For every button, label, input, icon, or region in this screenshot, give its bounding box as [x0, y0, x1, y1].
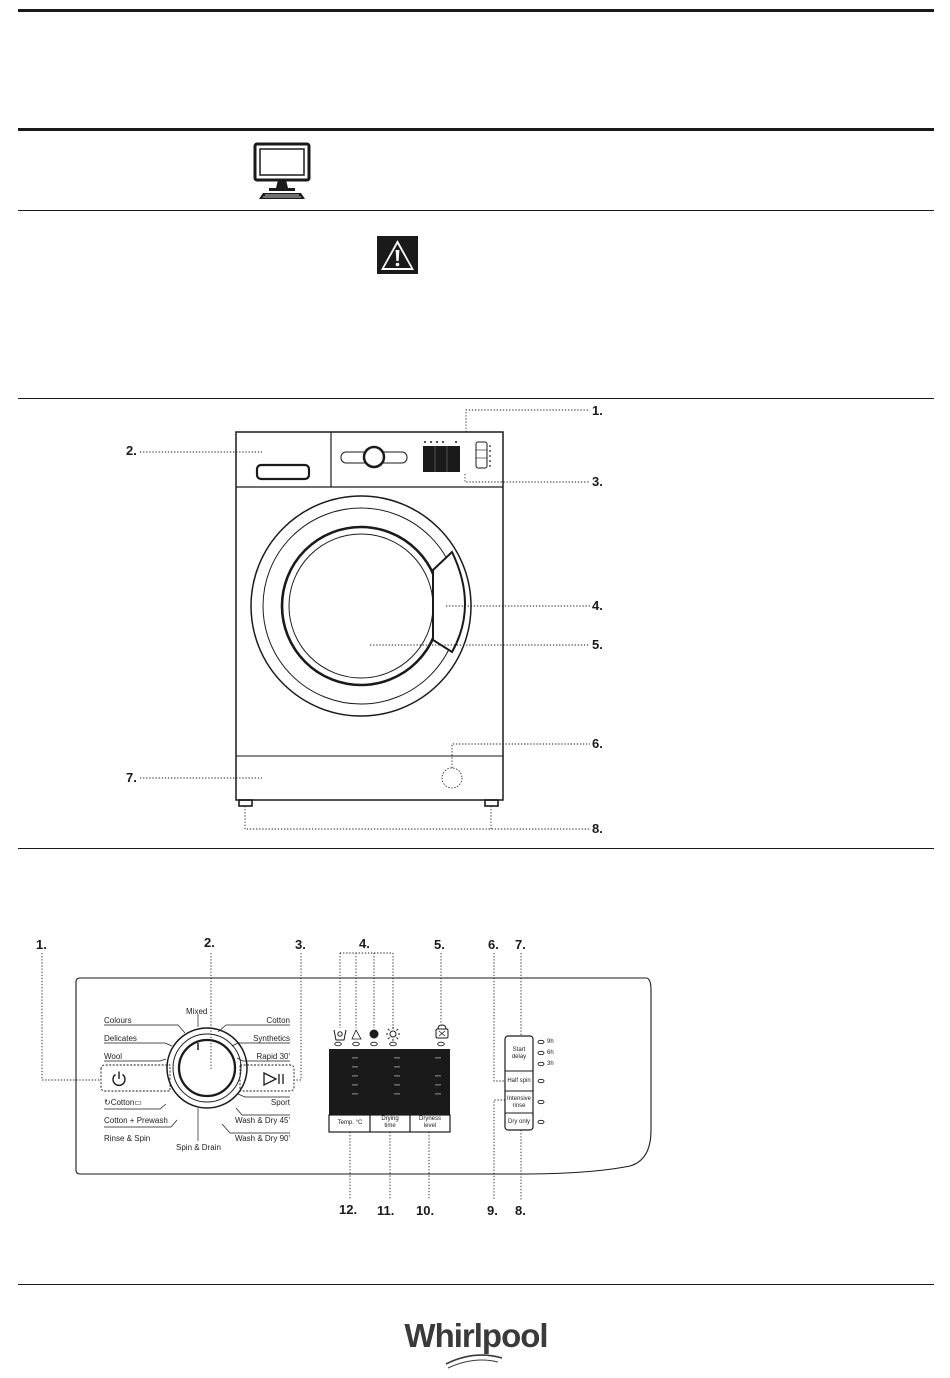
power-icon[interactable]: [110, 1070, 128, 1088]
program-cotton[interactable]: Cotton: [266, 1016, 290, 1025]
machine-callout-6: 6.: [592, 736, 603, 751]
eco-cycle-icon: ↻: [104, 1098, 111, 1107]
machine-callout-1: 1.: [592, 403, 603, 418]
program-sport[interactable]: Sport: [270, 1098, 290, 1107]
program-rinse-spin[interactable]: Rinse & Spin: [104, 1134, 151, 1143]
delay-3h-label: 3h: [547, 1061, 554, 1067]
program-wash-dry-45[interactable]: Wash & Dry 45': [234, 1116, 290, 1125]
panel-callout-12: 12.: [339, 1202, 358, 1217]
program-wash-dry-90[interactable]: Wash & Dry 90': [234, 1134, 290, 1143]
section-rule-2: [18, 210, 934, 211]
section-rule-4: [18, 848, 934, 849]
dry-only-button[interactable]: Dry only: [507, 1119, 530, 1125]
panel-callout-2: 2.: [204, 935, 215, 950]
program-cotton-prewash[interactable]: Cotton + Prewash: [104, 1116, 168, 1125]
section-rule-3: [18, 398, 934, 399]
eco-tag-icon: ▭: [134, 1098, 142, 1107]
program-rapid-30[interactable]: Rapid 30': [256, 1052, 290, 1061]
panel-callout-10: 10.: [416, 1203, 435, 1218]
program-wool[interactable]: Wool: [104, 1052, 123, 1061]
panel-callout-4: 4.: [359, 936, 370, 951]
machine-callout-4: 4.: [592, 598, 603, 613]
brand-swoosh-icon: [445, 1354, 503, 1369]
delay-6h-label: 6h: [547, 1050, 554, 1056]
control-panel-diagram: [41, 952, 652, 1200]
door-lock-icon: [435, 1024, 449, 1039]
program-delicates[interactable]: Delicates: [104, 1034, 137, 1043]
panel-callout-11: 11.: [377, 1203, 395, 1218]
panel-callout-1: 1.: [36, 937, 47, 952]
half-spin-button[interactable]: Half spin: [507, 1078, 531, 1084]
computer-monitor-icon: [253, 142, 311, 199]
washing-machine-diagram: [140, 409, 590, 830]
program-cotton-eco[interactable]: ↻Cotton▭: [104, 1098, 142, 1107]
program-spin-drain[interactable]: Spin & Drain: [176, 1143, 221, 1152]
program-mixed[interactable]: Mixed: [186, 1007, 208, 1016]
machine-callout-3: 3.: [592, 474, 603, 489]
section-rule-1: [18, 128, 934, 131]
intensive-rinse-button[interactable]: Intensive rinse: [506, 1096, 531, 1109]
machine-callout-2: 2.: [126, 443, 137, 458]
panel-callout-3: 3.: [295, 937, 306, 952]
dryness-level-button[interactable]: Dryness level: [418, 1116, 441, 1129]
machine-callout-5: 5.: [592, 637, 603, 652]
delay-9h-label: 9h: [547, 1039, 554, 1045]
brand-logo: Whirlpool: [404, 1317, 548, 1354]
drying-time-button[interactable]: Drying time: [381, 1116, 399, 1129]
start-pause-icon[interactable]: [262, 1071, 286, 1087]
machine-callout-8: 8.: [592, 821, 603, 836]
top-rule: [18, 9, 934, 12]
temp-button[interactable]: Temp. °C: [337, 1120, 363, 1126]
machine-callout-7: 7.: [126, 770, 137, 785]
program-cotton-eco-label: Cotton: [110, 1098, 135, 1107]
start-delay-button[interactable]: Start delay: [511, 1047, 527, 1060]
panel-callout-7: 7.: [515, 937, 526, 952]
panel-callout-9: 9.: [487, 1203, 498, 1218]
panel-callout-8: 8.: [515, 1203, 526, 1218]
program-synthetics[interactable]: Synthetics: [253, 1034, 290, 1043]
warning-triangle-icon: [377, 236, 418, 274]
panel-callout-6: 6.: [488, 937, 499, 952]
program-colours[interactable]: Colours: [104, 1016, 132, 1025]
panel-callout-5: 5.: [434, 937, 445, 952]
section-rule-5: [18, 1284, 934, 1285]
